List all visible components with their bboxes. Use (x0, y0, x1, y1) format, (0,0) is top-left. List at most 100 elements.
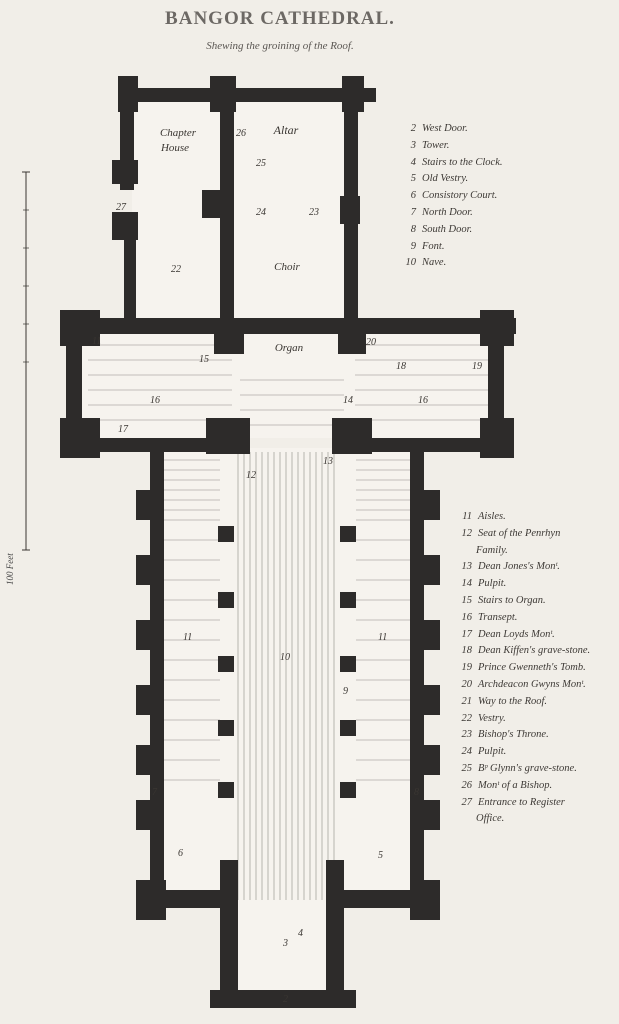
legend-number: 16 (461, 611, 473, 623)
marker-20: 20 (366, 337, 376, 348)
marker-26: 26 (236, 128, 246, 139)
legend-item: 19 Prince Gwenneth's Tomb. (456, 660, 590, 677)
legend-number: 15 (461, 594, 473, 606)
legend-item: 9 Font. (402, 239, 503, 256)
legend-text: Pulpit. (478, 746, 507, 758)
legend-number: 14 (461, 578, 473, 590)
marker-11-north: 11 (183, 632, 192, 643)
legend-text: Pulpit. (478, 578, 507, 590)
legend-item: 12 Seat of the Penrhyn (456, 526, 590, 543)
legend-text: Way to the Roof. (478, 695, 548, 707)
walls (60, 76, 516, 1008)
legend-number: 23 (461, 729, 473, 741)
label-choir: Choir (274, 261, 300, 273)
legend-text-continued: Family. (476, 544, 508, 556)
marker-11-south: 11 (378, 632, 387, 643)
marker-25: 25 (256, 158, 266, 169)
legend-number: 17 (461, 628, 473, 640)
legend-number: 19 (461, 662, 473, 674)
legend-item: 7 North Door. (402, 205, 503, 222)
legend-text-continued: Office. (476, 813, 505, 825)
marker-11-transept: 11 (92, 336, 101, 347)
legend-number: 9 (410, 240, 416, 252)
plan-subtitle: Shewing the groining of the Roof. (206, 40, 354, 52)
legend-item: 10 Nave. (402, 255, 503, 272)
legend-number: 26 (461, 779, 473, 791)
marker-5: 5 (378, 850, 383, 861)
legend-number: 10 (405, 257, 417, 269)
marker-13: 13 (323, 456, 333, 467)
number-markers: 2 3 4 5 6 7 8 9 10 11 11 11 12 13 14 15 … (92, 128, 482, 1005)
scale-bar (22, 171, 30, 551)
legend-text: North Door. (422, 206, 473, 218)
marker-3: 3 (282, 938, 288, 949)
label-altar: Altar (273, 123, 299, 137)
marker-15: 15 (199, 354, 209, 365)
legend-item: 13 Dean Jones's Monᵗ. (456, 559, 590, 576)
legend-item: 24 Pulpit. (456, 744, 590, 761)
marker-24: 24 (256, 207, 266, 218)
legend-number: 4 (410, 156, 416, 168)
legend-text: Vestry. (478, 712, 506, 724)
legend-number: 18 (461, 645, 473, 657)
legend-number: 5 (410, 173, 416, 185)
legend-number: 3 (410, 139, 416, 151)
legend-text: Bishop's Throne. (478, 729, 549, 741)
legend-item: 21 Way to the Roof. (456, 694, 590, 711)
plan-title: BANGOR CATHEDRAL. (165, 8, 395, 29)
legend-number: 22 (461, 712, 473, 724)
legend-item: 5 Old Vestry. (402, 171, 503, 188)
label-chapter-house: Chapter (160, 127, 197, 139)
marker-8: 8 (414, 787, 419, 798)
legend-number: 2 (410, 123, 416, 134)
legend-number: 27 (461, 796, 473, 808)
marker-12: 12 (246, 470, 256, 481)
legend-text: Nave. (422, 257, 447, 269)
legend-text: Bᵖ Glynn's grave-stone. (478, 762, 577, 774)
legend-number: 7 (410, 206, 416, 218)
legend-text: West Door. (422, 123, 468, 134)
marker-4: 4 (298, 928, 303, 939)
legend-item: 23 Bishop's Throne. (456, 727, 590, 744)
room-labels: Chapter House Altar Choir Organ (160, 123, 304, 354)
legend-text: Dean Jones's Monᵗ. (478, 561, 560, 573)
scale-label: 100 Feet (5, 553, 15, 585)
marker-16-north: 16 (150, 395, 160, 406)
legend-item: 4 Stairs to the Clock. (402, 155, 503, 172)
marker-7: 7 (152, 787, 158, 798)
marker-27: 27 (116, 202, 127, 213)
legend-number: 13 (461, 561, 473, 573)
legend-text: Transept. (478, 611, 518, 623)
legend-text: Seat of the Penrhyn (478, 527, 561, 539)
legend-number: 21 (461, 695, 473, 707)
legend-text: South Door. (422, 223, 473, 235)
legend-text: Font. (422, 240, 445, 252)
legend-item: 18 Dean Kiffen's grave-stone. (456, 643, 591, 660)
legend-number: 11 (462, 511, 472, 522)
legend-number: 12 (461, 527, 473, 539)
legend-text: Consistory Court. (422, 190, 498, 202)
legend-number: 6 (410, 190, 416, 202)
marker-16-south: 16 (418, 395, 428, 406)
marker-17: 17 (118, 424, 129, 435)
marker-2: 2 (283, 994, 288, 1005)
legend-text: Stairs to the Clock. (422, 156, 503, 168)
legend-number: 24 (461, 746, 473, 758)
legend-text: Archdeacon Gwyns Monᵗ. (478, 678, 586, 690)
legend-text: Old Vestry. (422, 173, 469, 185)
marker-23: 23 (309, 207, 319, 218)
legend-text: Dean Kiffen's grave-stone. (478, 645, 591, 657)
legend-item: 16 Transept. (456, 610, 590, 627)
legend-item: 2 West Door. (402, 121, 503, 138)
legend-item: 6 Consistory Court. (402, 188, 503, 205)
legend-text: Prince Gwenneth's Tomb. (478, 662, 586, 674)
